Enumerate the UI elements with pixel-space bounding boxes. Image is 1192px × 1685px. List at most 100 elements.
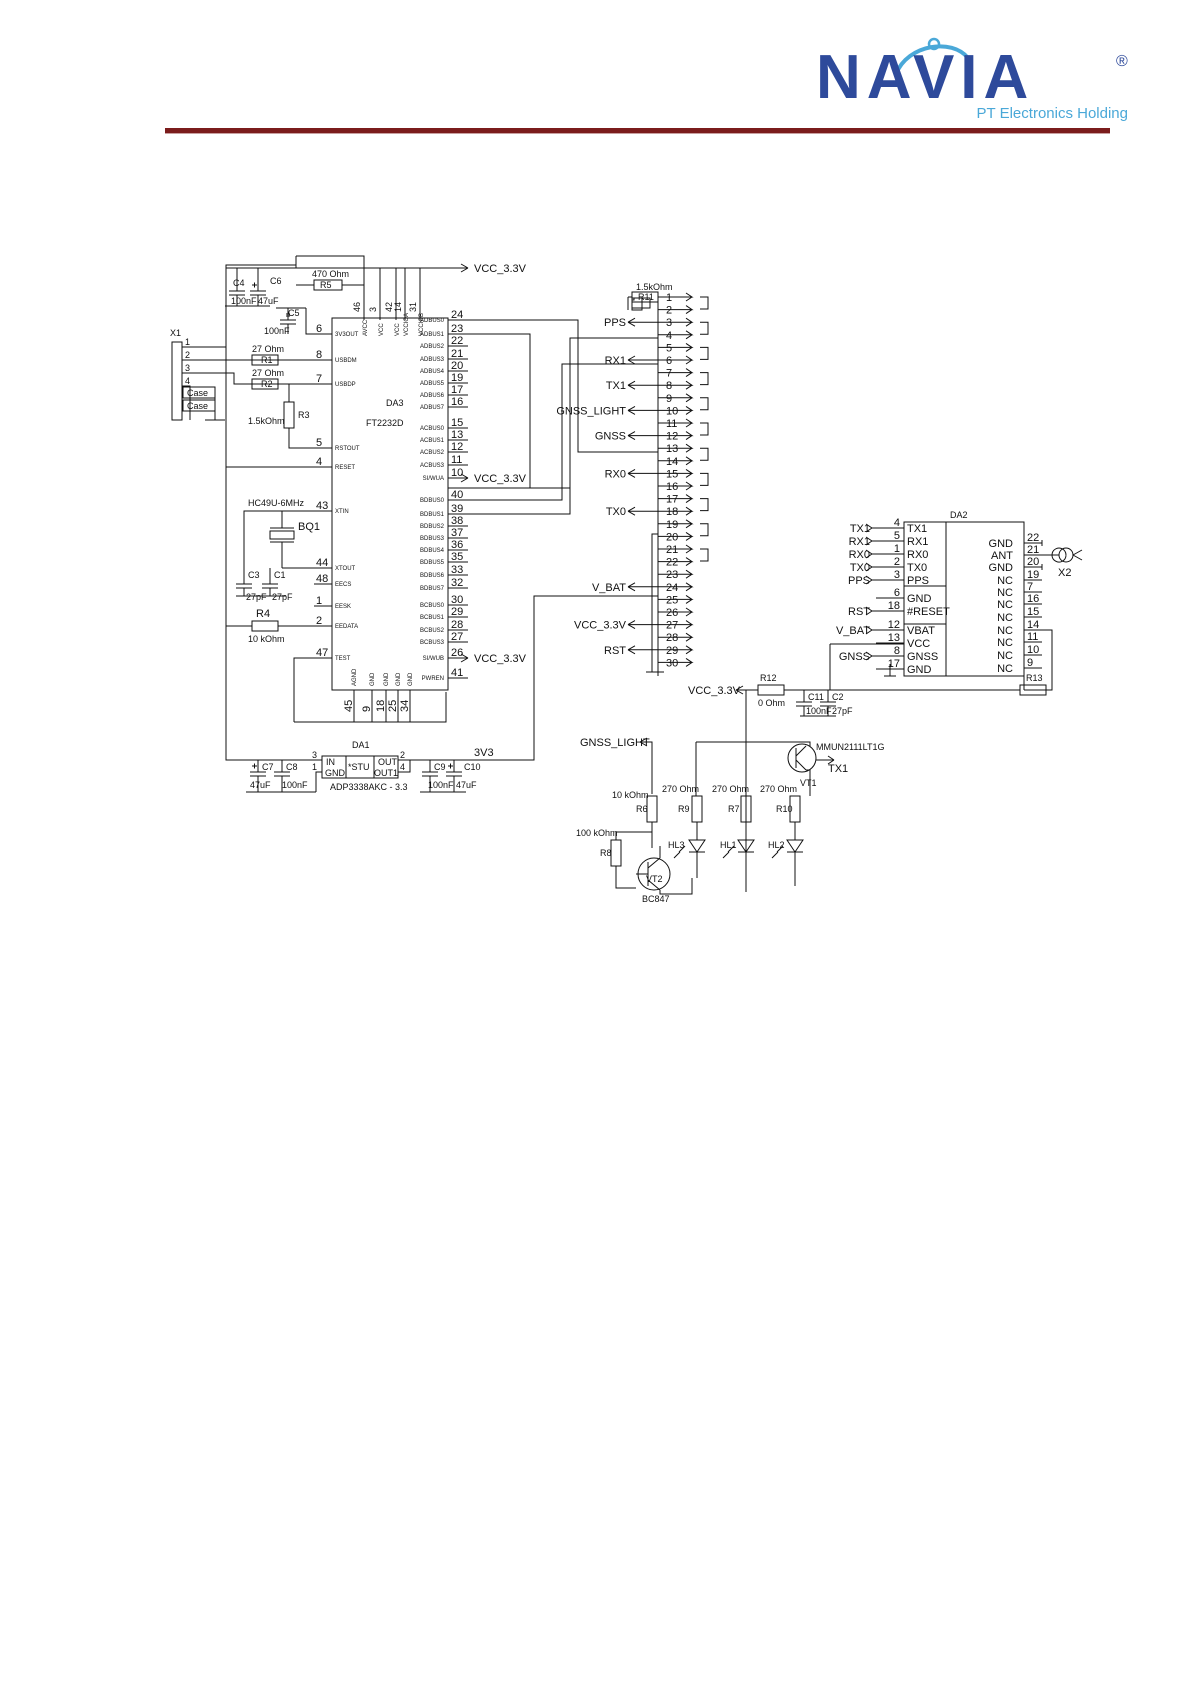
- da3-left-pin-number: 6: [316, 323, 322, 335]
- da3-bottom-pin-name: AGND: [352, 668, 358, 686]
- da3-right-pin-name: ACBUS0: [420, 426, 445, 432]
- connector-pin-number: 7: [666, 368, 672, 380]
- r7-ref: R7: [728, 804, 740, 814]
- connector-pin-lead: [658, 342, 694, 352]
- connector-net-label: RX0: [605, 468, 626, 480]
- da2-right-pin-number: 14: [1027, 619, 1039, 631]
- r12-value: 0 Ohm: [758, 698, 785, 708]
- connector-gnd: [646, 533, 664, 673]
- da3-left-pin-name: RESET: [335, 465, 355, 471]
- da3-left-pin-number: 5: [316, 437, 322, 449]
- da2-left-pin-name: GND: [907, 664, 932, 676]
- da2-net-arrow: [865, 575, 876, 585]
- connector-pin-lead: [658, 368, 694, 378]
- net-label-3v3: 3V3: [474, 747, 494, 759]
- da1-part: ADP3338AKC - 3.3: [330, 782, 408, 792]
- da2-net-arrow: [865, 651, 876, 661]
- da2-net-label: TX1: [850, 523, 870, 535]
- c3-value: 27pF: [246, 592, 267, 602]
- da3-right-pin-number: 10: [451, 467, 463, 479]
- da3-right-pin-number: 37: [451, 527, 463, 539]
- hl1-ref: HL1: [720, 840, 737, 850]
- da1-pin-num-in: 3: [312, 750, 317, 760]
- da3-top-pin-number: 46: [352, 302, 362, 312]
- r5-value: 470 Ohm: [312, 269, 349, 279]
- connector-pin-number: 28: [666, 632, 678, 644]
- x1-case-label: Case: [187, 401, 208, 411]
- da2-net-label: RX1: [849, 536, 870, 548]
- da3-right-pin-number: 33: [451, 564, 463, 576]
- r5-ref: R5: [320, 280, 332, 290]
- c3-ref: C3: [248, 570, 260, 580]
- da2-left-pin-name: RX1: [907, 536, 928, 548]
- da3-left-pin-name: USBDP: [335, 382, 356, 388]
- da3-left-pin-number: 1: [316, 595, 322, 607]
- da3-right-pin-number: 22: [451, 335, 463, 347]
- da3-right-pin-name: BDBUS4: [420, 548, 445, 554]
- da2-net-arrow: [865, 536, 876, 546]
- connector-net-label: GNSS: [595, 431, 626, 443]
- da2-right-pin-number: 19: [1027, 569, 1039, 581]
- net-label-tx1-vt1: TX1: [828, 763, 848, 775]
- da3-right-pin-name: ADBUS3: [420, 357, 445, 363]
- vt1-ref: VT1: [800, 778, 817, 788]
- connector-net-arrow: [627, 355, 658, 365]
- connector-net-arrow: [627, 620, 658, 630]
- net-label-vcc33-r12: VCC_3.3V: [688, 685, 741, 697]
- da3-right-pin-name: BCBUS0: [420, 603, 445, 609]
- connector-net-arrow: [627, 645, 658, 655]
- da2-left-pin-number: 17: [888, 658, 900, 670]
- c7-ref: C7: [262, 762, 274, 772]
- da2-net-label: GNSS: [839, 651, 870, 663]
- da3-right-pin-name: ACBUS2: [420, 450, 445, 456]
- da3-bottom-pin-number: 9: [361, 706, 373, 712]
- da3-left-pin-number: 48: [316, 573, 328, 585]
- da2-right-pin-number: 10: [1027, 644, 1039, 656]
- connector-pin-lead: [658, 506, 694, 516]
- connector-pin-number: 9: [666, 393, 672, 405]
- da1-pin-out: OUT: [378, 757, 398, 767]
- da3-top-pin-number: 14: [393, 302, 403, 312]
- da2-left-pin-number: 12: [888, 619, 900, 631]
- connector-pin-lead: [658, 305, 694, 315]
- da3-right-pin-number: 17: [451, 384, 463, 396]
- connector-pin-lead: [658, 519, 694, 529]
- logo-registered-mark: ®: [1116, 53, 1128, 70]
- x1-ref: X1: [170, 328, 181, 338]
- da3-right-pin-number: 20: [451, 360, 463, 372]
- vt2-ref: VT2: [646, 874, 663, 884]
- navia-logo: NAVIA ® PT Electronics Holding: [816, 37, 1128, 122]
- da3-top-pin-name: VCCIOA: [404, 313, 410, 336]
- connector-pin-lead: [658, 632, 694, 642]
- connector-pin-lead: [658, 531, 694, 541]
- connector-net-arrow: [627, 582, 658, 592]
- da3-right-pin-name: PWREN: [422, 676, 444, 682]
- c8-ref: C8: [286, 762, 298, 772]
- r11-ref: R11: [638, 292, 654, 302]
- c4-value: 100nF: [231, 296, 257, 306]
- connector-bracket: [700, 296, 709, 310]
- connector-net-label: TX1: [606, 380, 626, 392]
- da3-right-pin-name: ADBUS2: [420, 344, 445, 350]
- x1-pin-number: 1: [185, 337, 190, 347]
- da3-right-pin-number: 32: [451, 577, 463, 589]
- da1-regulator: DA1 IN GND *STU OUT OUT1 ADP3338AKC - 3.…: [225, 467, 658, 793]
- da3-right-pin-name: ADBUS0: [420, 318, 445, 324]
- r3-value: 1.5kOhm: [248, 416, 285, 426]
- da3-right-pin-number: 36: [451, 539, 463, 551]
- connector-pin-lead: [658, 569, 694, 579]
- c10-ref: C10: [464, 762, 481, 772]
- da3-left-pin-number: 43: [316, 500, 328, 512]
- da3-right-pin-number: 29: [451, 606, 463, 618]
- da3-left-pin-name: XTIN: [335, 509, 349, 515]
- da2-left-pin-name: VCC: [907, 638, 930, 650]
- c5-value: 100nF: [264, 326, 290, 336]
- da2-net-arrow: [865, 549, 876, 559]
- da3-right-pin-number: 15: [451, 417, 463, 429]
- vcc-filter: VCC_3.3V R12 0 Ohm C11 100nF C2 27pF R13: [688, 673, 1052, 717]
- connector-bracket: [700, 422, 709, 436]
- connector-bracket: [700, 498, 709, 512]
- c6-ref: C6: [270, 276, 282, 286]
